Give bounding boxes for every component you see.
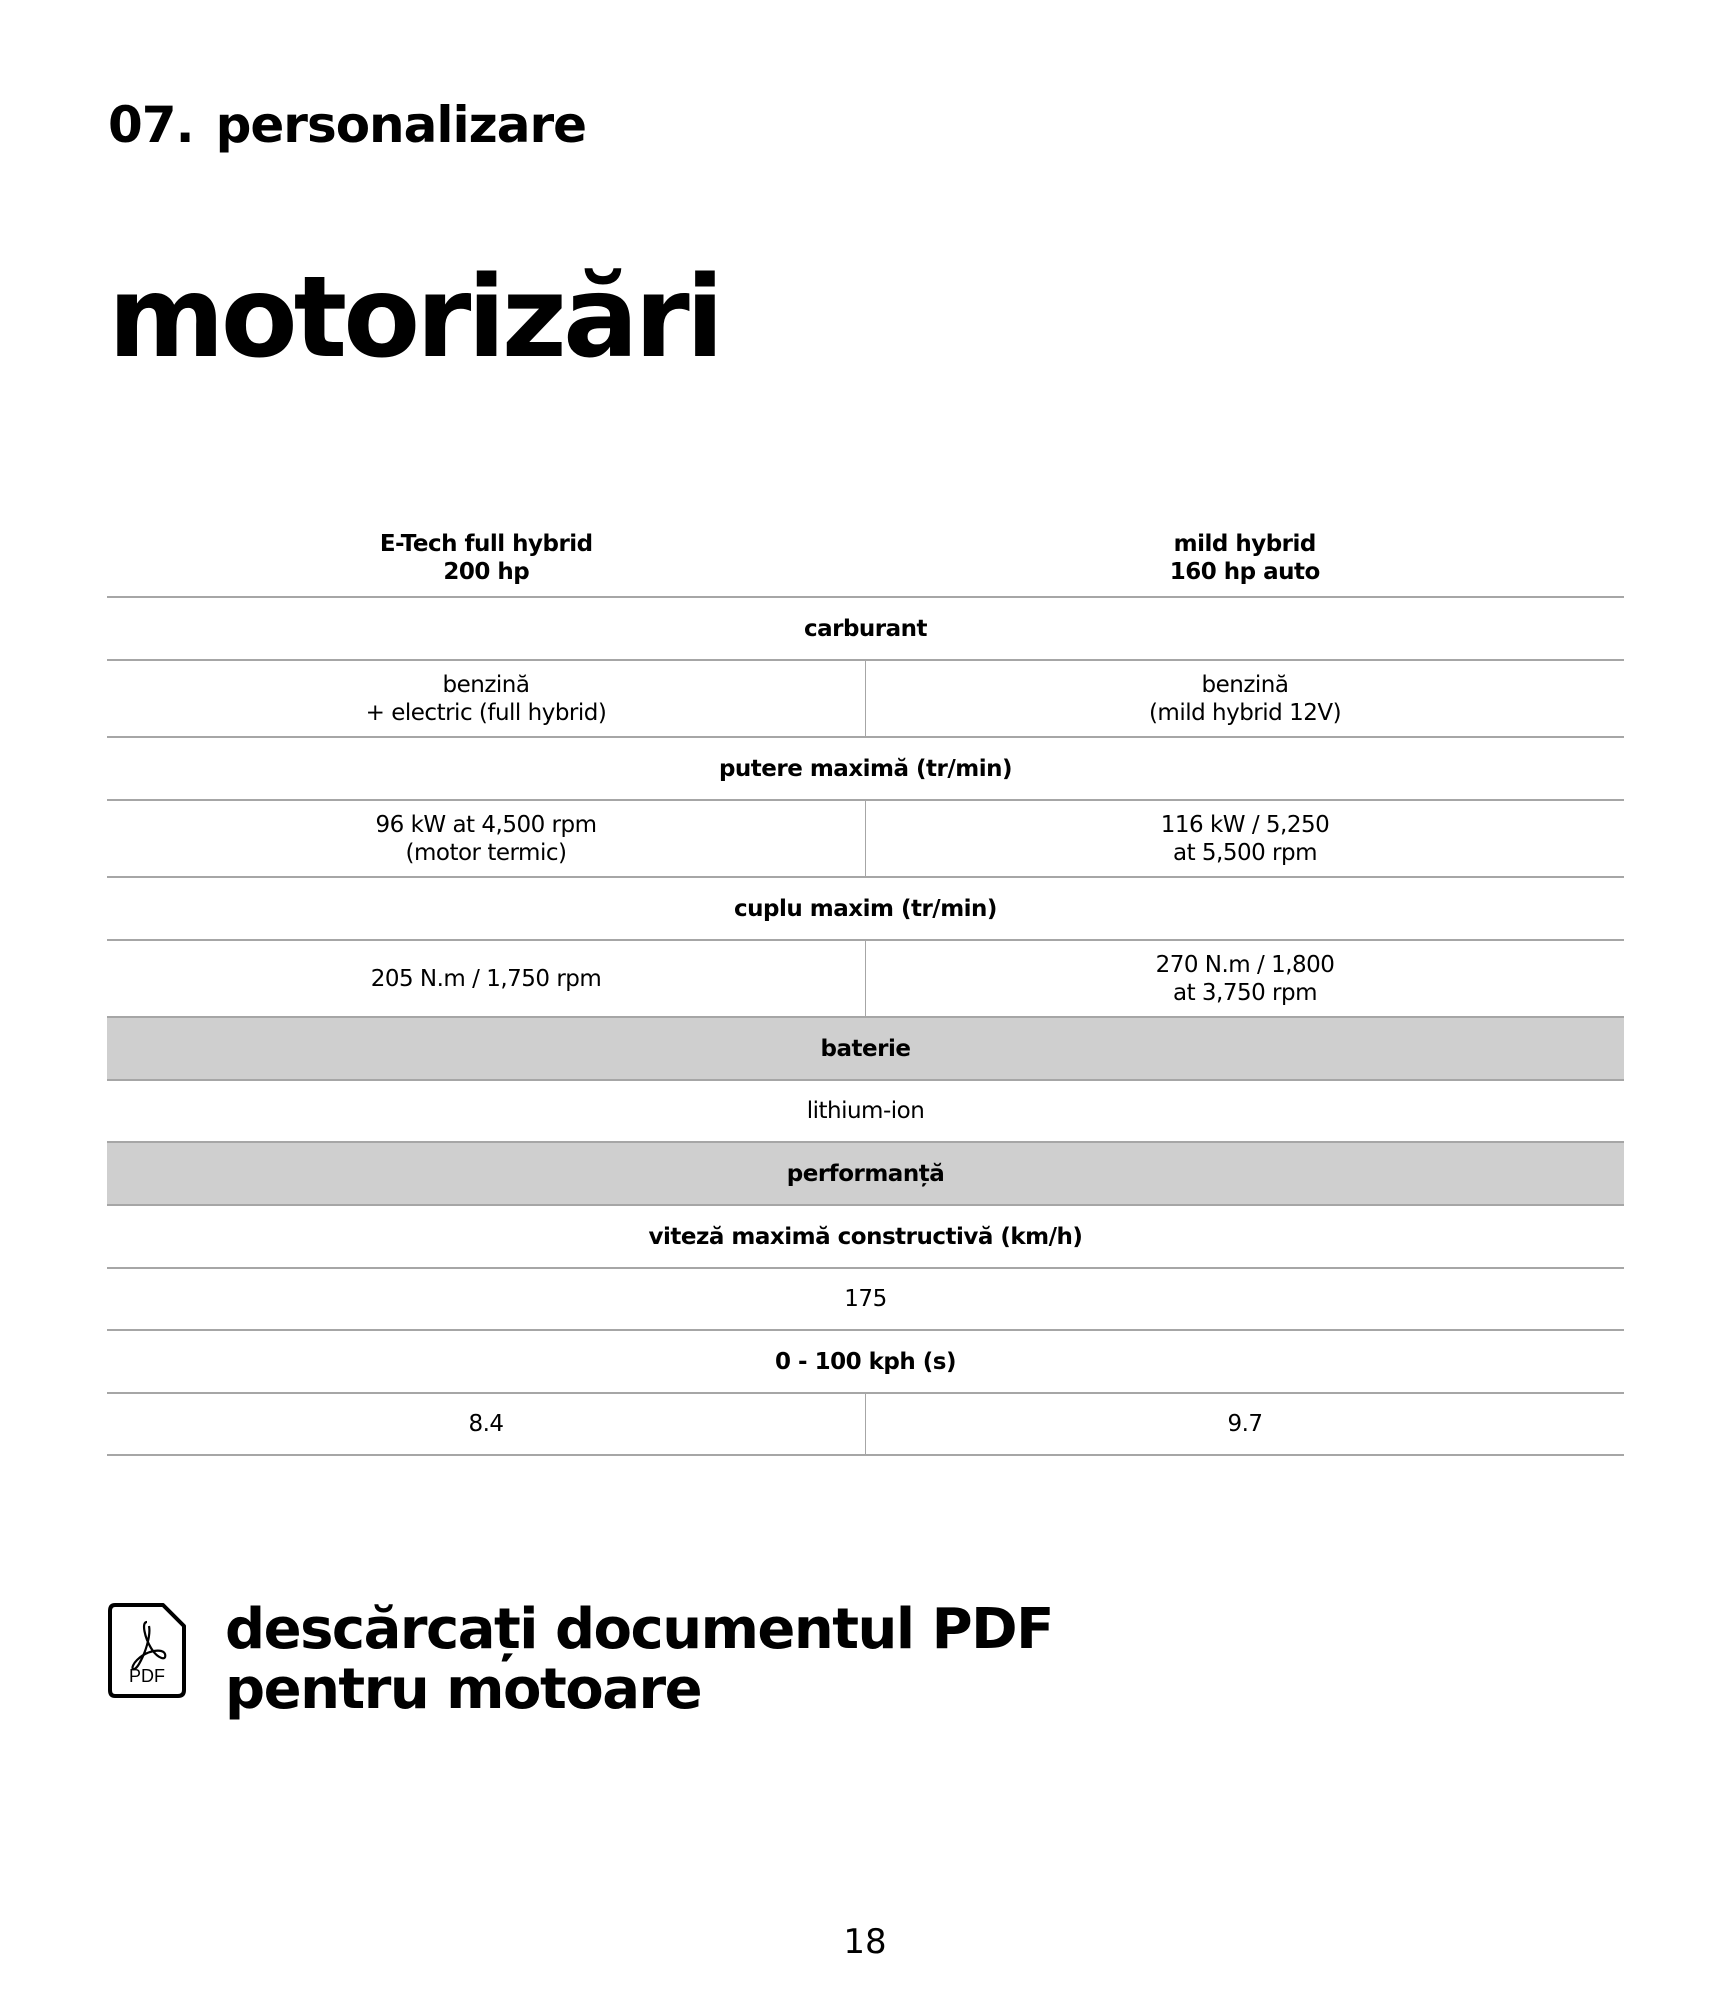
cell-top-speed: 175 (107, 1268, 1624, 1331)
cell-torque-etech: 205 N.m / 1,750 rpm (107, 940, 866, 1018)
download-pdf-text[interactable]: descărcați documentul PDF pentru motoare (225, 1597, 1054, 1722)
cell-fuel-etech: benzină+ electric (full hybrid) (107, 660, 866, 738)
download-pdf-link[interactable]: PDF descărcați documentul PDF pentru mot… (107, 1597, 1054, 1722)
cell-power-etech: 96 kW at 4,500 rpm(motor termic) (107, 800, 866, 878)
cell-accel-mild: 9.7 (865, 1393, 1624, 1456)
cell-fuel-mild: benzină(mild hybrid 12V) (865, 660, 1624, 738)
page-title: motorizări (108, 253, 724, 383)
row-label-battery: baterie (107, 1017, 1624, 1081)
table-row: lithium-ion (107, 1080, 1624, 1143)
page-number: 18 (843, 1922, 887, 1962)
row-label-max-torque: cuplu maxim (tr/min) (107, 877, 1624, 941)
table-row: 96 kW at 4,500 rpm(motor termic) 116 kW … (107, 800, 1624, 878)
column-header-etech: E-Tech full hybrid 200 hp (107, 520, 866, 598)
table-row: 8.4 9.7 (107, 1393, 1624, 1456)
engine-spec-table: E-Tech full hybrid 200 hp mild hybrid 16… (107, 520, 1624, 1456)
section-number: 07. (108, 96, 195, 154)
svg-text:PDF: PDF (129, 1666, 165, 1686)
cell-accel-etech: 8.4 (107, 1393, 866, 1456)
row-label-top-speed: viteză maximă constructivă (km/h) (107, 1205, 1624, 1269)
row-label-performance: performanță (107, 1142, 1624, 1206)
table-row: benzină+ electric (full hybrid) benzină(… (107, 660, 1624, 738)
section-label: 07. personalizare (108, 96, 587, 154)
row-label-carburant: carburant (107, 597, 1624, 661)
table-header-row: E-Tech full hybrid 200 hp mild hybrid 16… (107, 520, 1624, 598)
table-row: 175 (107, 1268, 1624, 1331)
pdf-file-icon: PDF (107, 1602, 187, 1699)
row-label-acceleration: 0 - 100 kph (s) (107, 1330, 1624, 1394)
cell-battery: lithium-ion (107, 1080, 1624, 1143)
column-header-mild-hybrid: mild hybrid 160 hp auto (865, 520, 1624, 598)
row-label-max-power: putere maximă (tr/min) (107, 737, 1624, 801)
section-name: personalizare (215, 96, 587, 154)
